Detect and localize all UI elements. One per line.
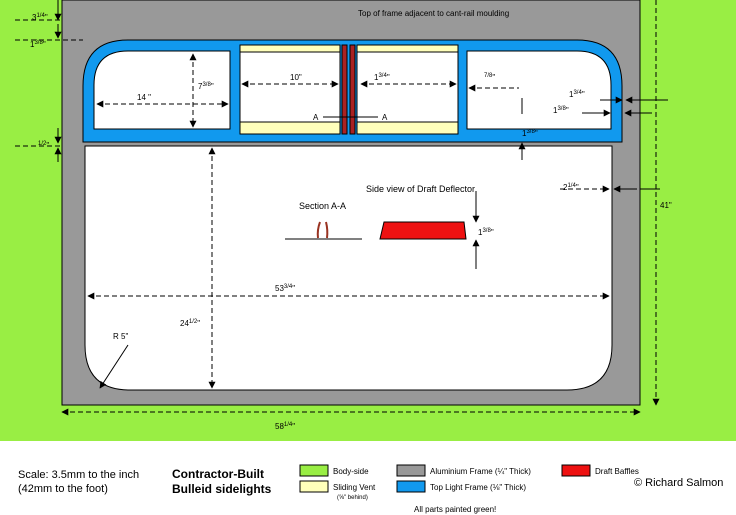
dim-1-3-4-right: 13/4" (569, 90, 585, 99)
legend-note-sliding-vent: (⅝" behind) (337, 495, 368, 501)
legend-label-top-light-frame: Top Light Frame (⅛" Thick) (430, 483, 526, 492)
legend-swatch-top-light-frame (396, 480, 426, 493)
dim-10: 10" (290, 73, 302, 82)
dim-7-8: 7/8" (484, 73, 495, 82)
credit: © Richard Salmon (634, 477, 723, 489)
draft-baffle-left (341, 44, 348, 135)
legend-swatch-sliding-vent (299, 480, 329, 493)
section-marker-left: A (313, 113, 319, 122)
top-right-pane (466, 50, 612, 130)
dim-58-1-4: 581/4" (275, 422, 295, 431)
section-aa-baffle-1 (316, 221, 321, 239)
dim-3-1-4: 31/4" (32, 13, 48, 22)
dim-1-3-8-left: 13/8" (30, 40, 46, 49)
dim-1-3-4-center: 13/4" (374, 73, 390, 82)
draft-deflector-label: Side view of Draft Deflector (366, 184, 475, 194)
painted-note: All parts painted green! (414, 505, 496, 514)
top-note: Top of frame adjacent to cant-rail mould… (358, 9, 509, 18)
dim-r5: R 5" (113, 332, 128, 341)
section-aa-label: Section A-A (299, 201, 346, 211)
draft-deflector (379, 221, 467, 240)
dim-1-2-left: 1/2" (38, 141, 49, 150)
scale-line-1: Scale: 3.5mm to the inch (18, 469, 139, 481)
legend-label-draft-baffles: Draft Baffles (595, 467, 639, 476)
dim-41: 41" (660, 201, 672, 210)
dim-2-1-4: 21/4" (563, 183, 579, 192)
legend-swatch-draft-baffles (561, 464, 591, 477)
dim-1-3-8-bottom: 13/8" (522, 129, 538, 138)
dim-24-1-2: 241/2" (180, 319, 200, 328)
dim-7-3-8: 73/8" (198, 82, 214, 91)
sliding-vent-left-glass (239, 51, 341, 123)
main-window-glass (84, 145, 613, 391)
legend-swatch-body-side (299, 464, 329, 477)
legend-label-sliding-vent: Sliding Vent (333, 483, 376, 492)
scale-line-2: (42mm to the foot) (18, 483, 108, 495)
dim-53-3-4: 533/4" (275, 284, 295, 293)
section-marker-right: A (382, 113, 388, 122)
dim-1-3-8-deflector: 13/8" (478, 228, 494, 237)
top-left-pane (93, 50, 231, 130)
dimension-lines (15, 0, 668, 416)
title-line-2: Bulleid sidelights (172, 482, 272, 496)
dim-14: 14 " (137, 93, 151, 102)
draft-baffle-right (349, 44, 356, 135)
legend-swatch-aluminium-frame (396, 464, 426, 477)
section-aa-baffle-2 (325, 221, 329, 239)
dim-1-3-8-right: 13/8" (553, 106, 569, 115)
title-line-1: Contractor-Built (172, 467, 264, 481)
legend-label-body-side: Body-side (333, 467, 369, 476)
legend-label-aluminium-frame: Aluminium Frame (¼" Thick) (430, 467, 531, 476)
sliding-vent-right-glass (356, 51, 459, 123)
